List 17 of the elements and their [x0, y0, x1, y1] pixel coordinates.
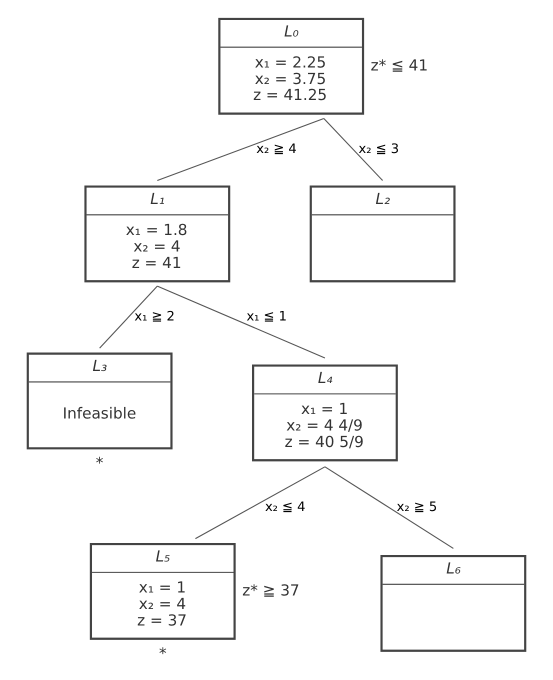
- edge-label: x₁ ≦ 1: [246, 310, 287, 325]
- edge-label: x₂ ≧ 4: [256, 142, 297, 157]
- connector: [323, 118, 384, 181]
- node-label: z* ≦ 41: [370, 56, 428, 74]
- node-box: L₅ x₁ = 1 x₂ = 4 z = 37: [90, 543, 236, 640]
- connector: [99, 286, 158, 349]
- edge-label: x₁ ≧ 2: [134, 310, 175, 325]
- connector: [195, 466, 326, 540]
- connector: [157, 286, 326, 358]
- edge-label: x₂ ≦ 3: [358, 142, 400, 157]
- edge-label: x₂ ≧ 5: [396, 500, 438, 515]
- node-label: *: [96, 454, 104, 472]
- connector: [157, 118, 324, 182]
- connector: [324, 466, 454, 549]
- node-label: *: [158, 644, 167, 663]
- node-label: z* ≧ 37: [242, 581, 300, 600]
- edge-label: x₂ ≦ 4: [264, 500, 306, 515]
